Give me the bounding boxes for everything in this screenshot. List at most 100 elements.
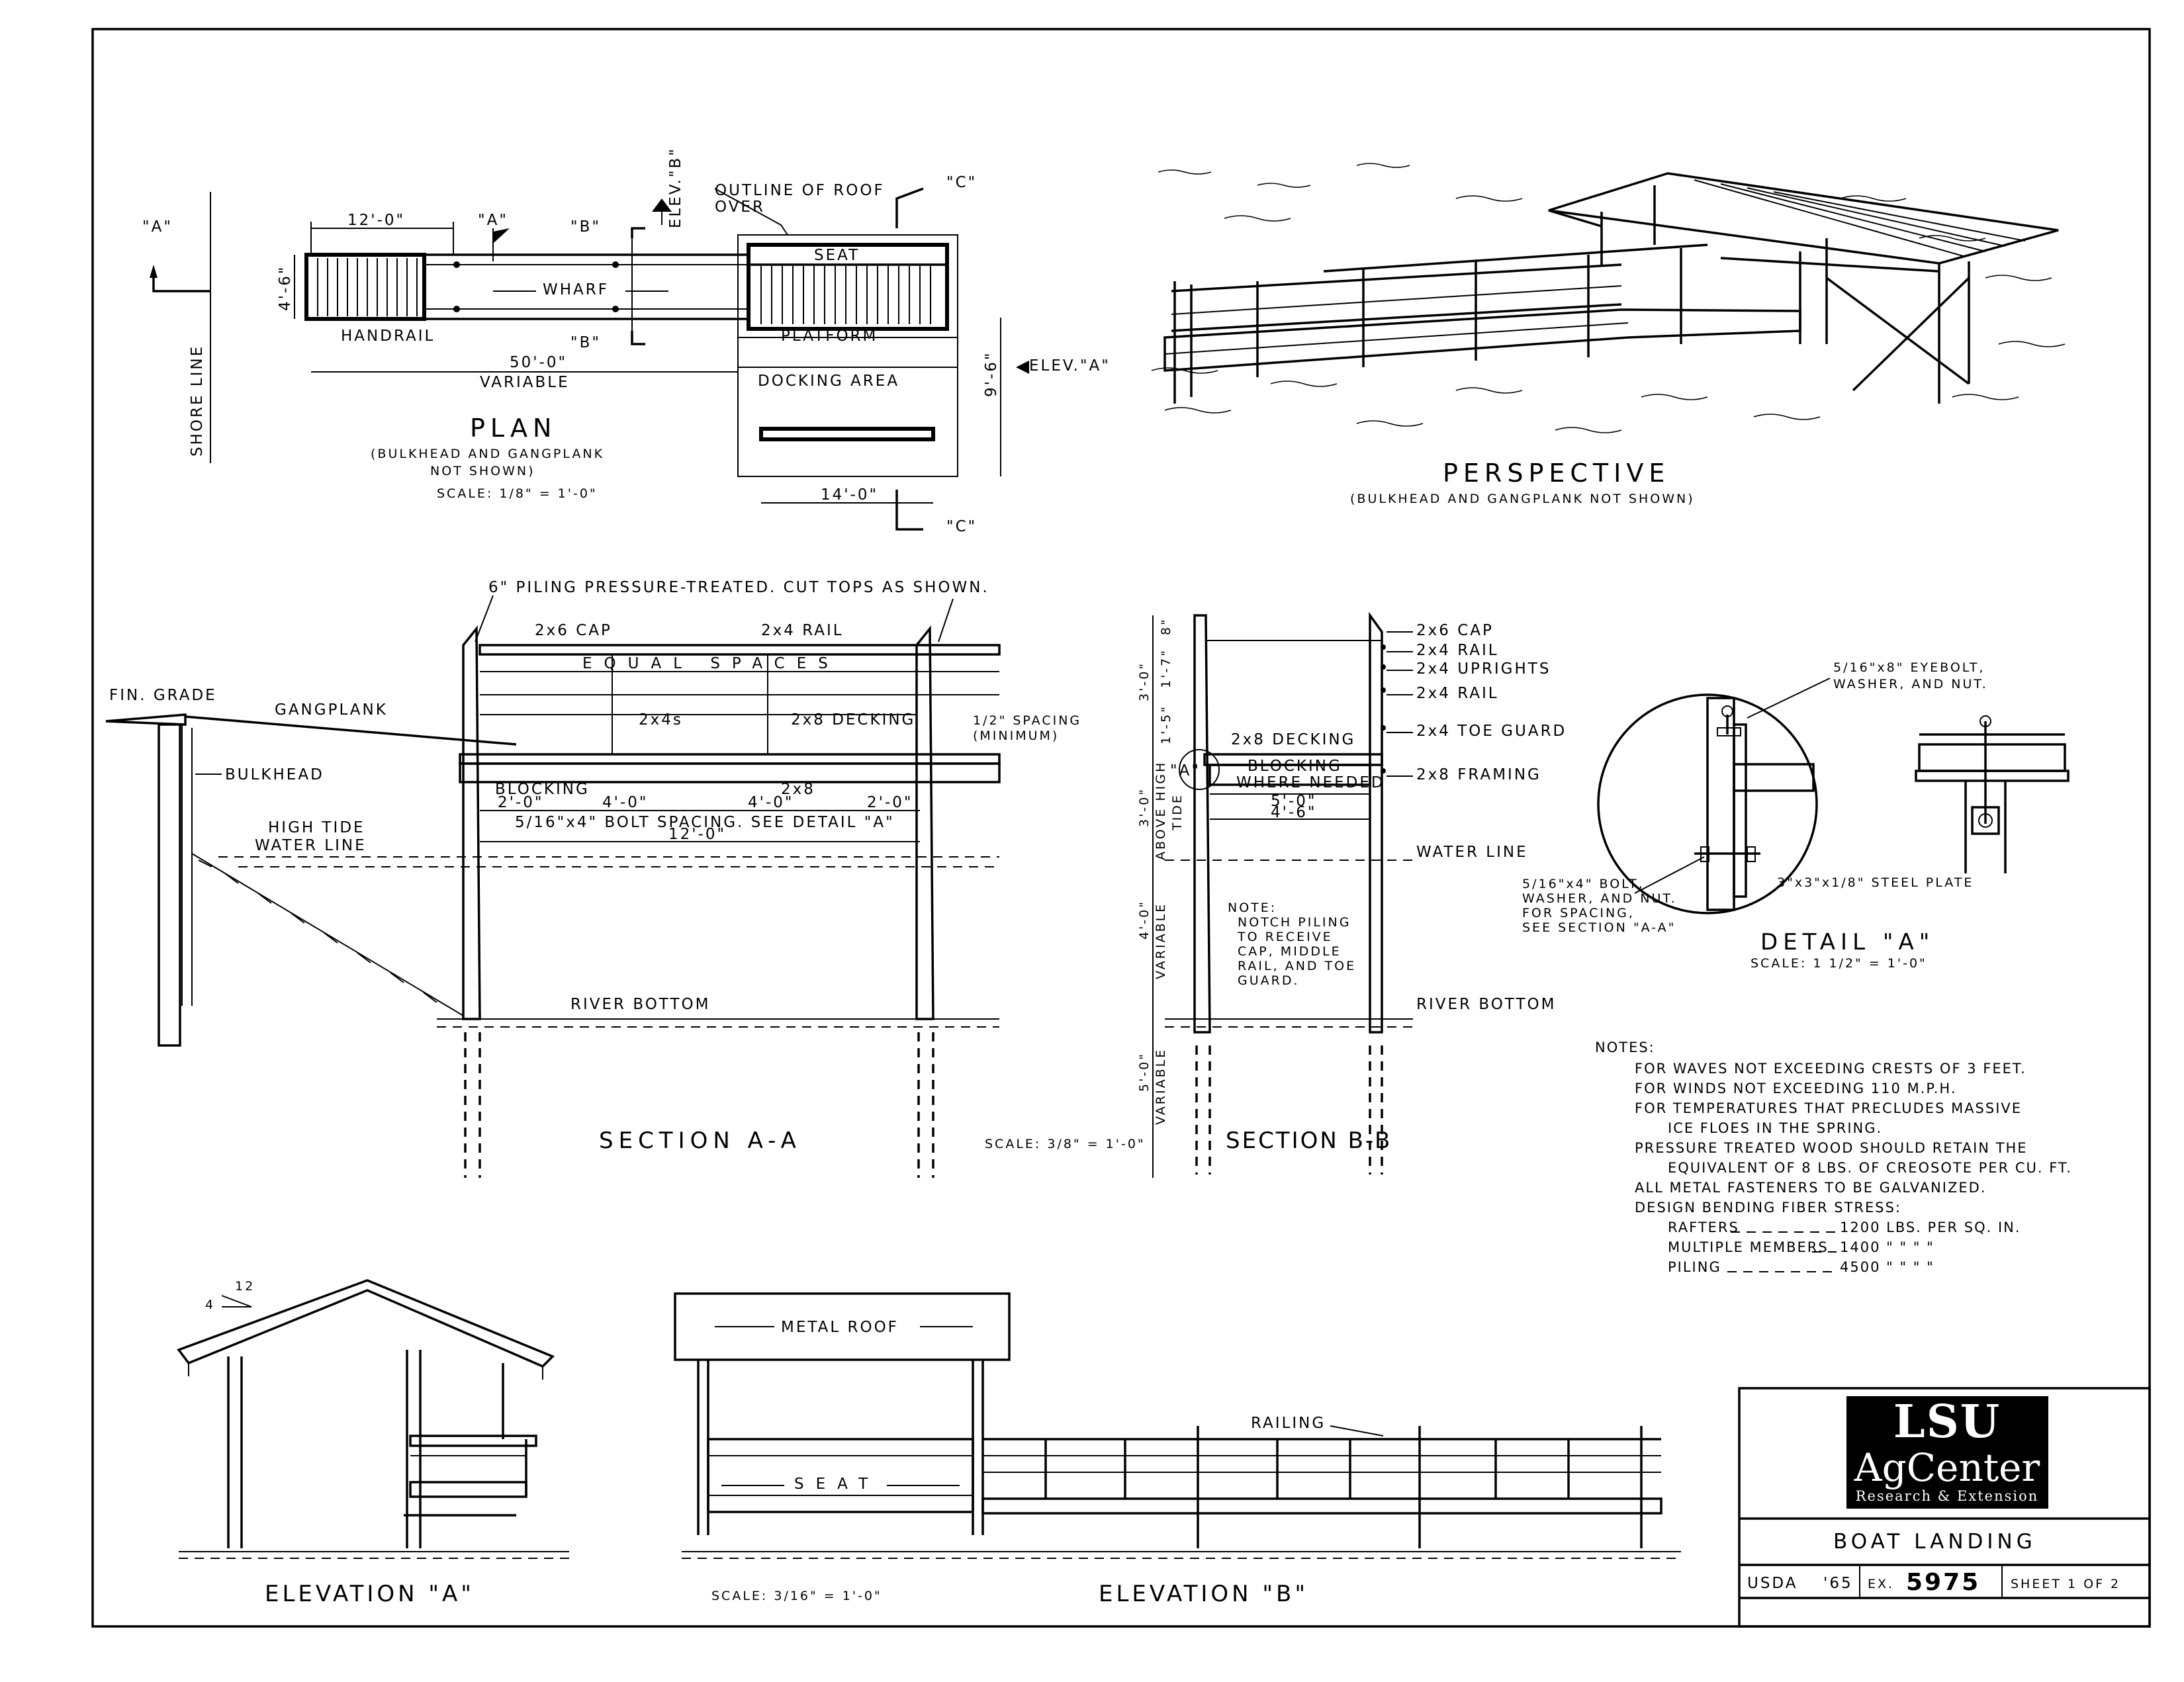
- plan-elev-a-label: ELEV."A": [1029, 357, 1111, 375]
- section-aa-high-tide-2: WATER LINE: [255, 837, 367, 854]
- section-aa-blocking: BLOCKING: [495, 781, 590, 798]
- section-aa-dim-2-0-right: 2'-0": [867, 794, 913, 811]
- elevation-b-seat: SEAT: [794, 1476, 880, 1493]
- plan-dim-14: 14'-0": [821, 486, 878, 504]
- sheet-border: [91, 28, 2151, 1628]
- section-bb-dim-5-0-w: 5'-0": [1271, 793, 1316, 810]
- section-bb-toe-guard: 2x4 TOE GUARD: [1416, 723, 1567, 740]
- section-bb-dim-4-6: 4'-6": [1271, 804, 1316, 821]
- stress-member-0: RAFTERS: [1668, 1219, 1739, 1235]
- section-bb-rail-2: 2x4 RAIL: [1416, 685, 1499, 702]
- notes-title: NOTES:: [1595, 1040, 1655, 1055]
- section-bb-tide: TIDE: [1170, 793, 1185, 831]
- section-bb-note-3: CAP, MIDDLE: [1238, 944, 1342, 959]
- plan-roof-outline-line2: OVER: [715, 199, 765, 216]
- section-aa-dim-12-0: 12'-0": [668, 826, 726, 843]
- plan-mark-b-bottom: "B": [570, 334, 601, 351]
- stress-value-1: 1400 " " " ": [1840, 1239, 1934, 1255]
- elevation-a-pitch-run: 12: [235, 1279, 255, 1294]
- section-bb-dim-3-0-mid: 3'-0": [1137, 787, 1152, 827]
- plan-scale: SCALE: 1/8" = 1'-0": [437, 486, 598, 501]
- section-bb-variable-1: VARIABLE: [1154, 903, 1168, 979]
- plan-mark-c-bottom: "C": [946, 518, 977, 535]
- section-aa: 6" PILING PRESSURE-TREATED. CUT TOPS AS …: [105, 579, 1081, 1178]
- plan-wharf-label: WHARF: [543, 281, 609, 298]
- plan-title: PLAN: [470, 414, 557, 443]
- elevation-b: METAL ROOF SEAT RAILING SCALE: 3/16" = 1…: [674, 1292, 1681, 1607]
- plan-roof-outline-line1: OUTLINE OF ROOF: [715, 182, 885, 199]
- notes-line-1: FOR WINDS NOT EXCEEDING 110 M.P.H.: [1635, 1081, 1957, 1096]
- detail-a-bolt-4: SEE SECTION "A-A": [1522, 920, 1676, 935]
- elevation-b-scale: SCALE: 3/16" = 1'-0": [711, 1589, 882, 1603]
- perspective-subtitle: (BULKHEAD AND GANGPLANK NOT SHOWN): [1350, 492, 1695, 506]
- section-aa-piling-note: 6" PILING PRESSURE-TREATED. CUT TOPS AS …: [488, 579, 989, 596]
- elevation-b-metal-roof: METAL ROOF: [781, 1319, 899, 1336]
- section-aa-river-bottom: RIVER BOTTOM: [570, 996, 710, 1013]
- elevation-a-pitch-rise: 4: [205, 1298, 215, 1312]
- detail-a-eyebolt-2: WASHER, AND NUT.: [1833, 677, 1988, 691]
- section-aa-equal-spaces: EQUAL SPACES: [582, 655, 840, 672]
- section-bb-above-high: ABOVE HIGH: [1154, 761, 1168, 860]
- notes-line-6: ALL METAL FASTENERS TO BE GALVANIZED.: [1635, 1180, 1987, 1196]
- section-bb-rail-1: 2x4 RAIL: [1416, 642, 1499, 659]
- section-aa-rail: 2x4 RAIL: [761, 622, 844, 639]
- section-bb-cap: 2x6 CAP: [1416, 622, 1494, 639]
- detail-a-bolt-1: 5/16"x4" BOLT,: [1522, 877, 1645, 891]
- section-bb-river-bottom: RIVER BOTTOM: [1416, 996, 1556, 1013]
- tb-agency: USDA: [1747, 1575, 1797, 1592]
- detail-a-eyebolt-1: 5/16"x8" EYEBOLT,: [1833, 660, 1985, 675]
- plan-mark-c-top: "C": [946, 174, 977, 191]
- section-bb-blocking-2: WHERE NEEDED: [1236, 774, 1385, 791]
- stress-member-2: PILING: [1668, 1259, 1721, 1275]
- section-bb-note-2: TO RECEIVE: [1237, 930, 1333, 944]
- section-bb-scale: SCALE: 3/8" = 1'-0": [985, 1137, 1146, 1151]
- section-bb-note-5: GUARD.: [1238, 973, 1300, 988]
- detail-a-scale: SCALE: 1 1/2" = 1'-0": [1751, 956, 1927, 971]
- section-bb-decking: 2x8 DECKING: [1231, 731, 1355, 748]
- section-bb-framing: 2x8 FRAMING: [1416, 766, 1541, 783]
- section-aa-gangplank: GANGPLANK: [275, 701, 388, 719]
- plan-dim-4-6: 4'-6": [277, 265, 294, 311]
- plan-mark-a-left: "A": [142, 218, 173, 236]
- section-bb-dim-8: 8": [1159, 617, 1173, 635]
- section-aa-spacing-2: (MINIMUM): [973, 729, 1059, 743]
- section-bb-note-title: NOTE:: [1228, 901, 1277, 915]
- section-aa-2x4s: 2x4s: [639, 711, 683, 729]
- section-aa-spacing-1: 1/2" SPACING: [973, 713, 1081, 728]
- elevation-b-railing: RAILING: [1251, 1415, 1326, 1432]
- plan-view: SHORE LINE "A": [142, 147, 1111, 535]
- detail-a-bolt-3: FOR SPACING,: [1522, 906, 1635, 920]
- section-aa-2x8: 2x8: [781, 781, 815, 798]
- lsu-logo: [1846, 1396, 2048, 1509]
- detail-a-bolt-2: WASHER, AND NUT.: [1522, 891, 1677, 906]
- section-aa-dim-2-0-left: 2'-0": [498, 794, 543, 811]
- notes-line-3: ICE FLOES IN THE SPRING.: [1668, 1120, 1882, 1136]
- plan-dim-9-6: 9'-6": [983, 351, 1000, 397]
- plan-subtitle-1: (BULKHEAD AND GANGPLANK: [371, 447, 604, 461]
- stress-value-2: 4500 " " " ": [1840, 1259, 1934, 1275]
- plan-elev-b-label: ELEV."B": [667, 147, 684, 228]
- plan-variable: VARIABLE: [480, 374, 570, 391]
- section-bb-blocking-1: BLOCKING: [1248, 758, 1342, 775]
- detail-a-plate: 3"x3"x1/8" STEEL PLATE: [1777, 875, 1974, 890]
- notes-line-7: DESIGN BENDING FIBER STRESS:: [1635, 1200, 1901, 1216]
- section-bb-title: SECTION B-B: [1226, 1128, 1392, 1154]
- section-bb-dim-1-5: 1'-5": [1159, 705, 1173, 744]
- section-aa-high-tide-1: HIGH TIDE: [268, 819, 365, 836]
- project-title: BOAT LANDING: [1833, 1530, 2036, 1554]
- section-bb-note-4: RAIL, AND TOE: [1238, 959, 1356, 973]
- section-aa-decking: 2x8 DECKING: [791, 711, 915, 729]
- detail-a-title: DETAIL "A": [1760, 929, 1934, 955]
- elevation-a-title: ELEVATION "A": [265, 1581, 475, 1607]
- detail-a: 5/16"x8" EYEBOLT, WASHER, AND NUT. 5/16"…: [1522, 660, 2070, 971]
- section-bb: "A" 8" 1'-7" 3'-0" 1'-5" 3'-0" ABOVE HIG…: [985, 611, 1567, 1178]
- section-bb-mark-a: "A": [1170, 762, 1201, 779]
- stress-member-1: MULTIPLE MEMBERS: [1668, 1239, 1829, 1255]
- shore-line-label: SHORE LINE: [189, 345, 206, 457]
- plan-platform-label: PLATFORM: [781, 328, 878, 345]
- tb-sheet: SHEET 1 OF 2: [2011, 1577, 2120, 1591]
- section-bb-dim-4-0: 4'-0": [1137, 900, 1152, 940]
- plan-mark-a-center: "A": [478, 212, 508, 229]
- perspective-view: PERSPECTIVE (BULKHEAD AND GANGPLANK NOT …: [1151, 163, 2066, 506]
